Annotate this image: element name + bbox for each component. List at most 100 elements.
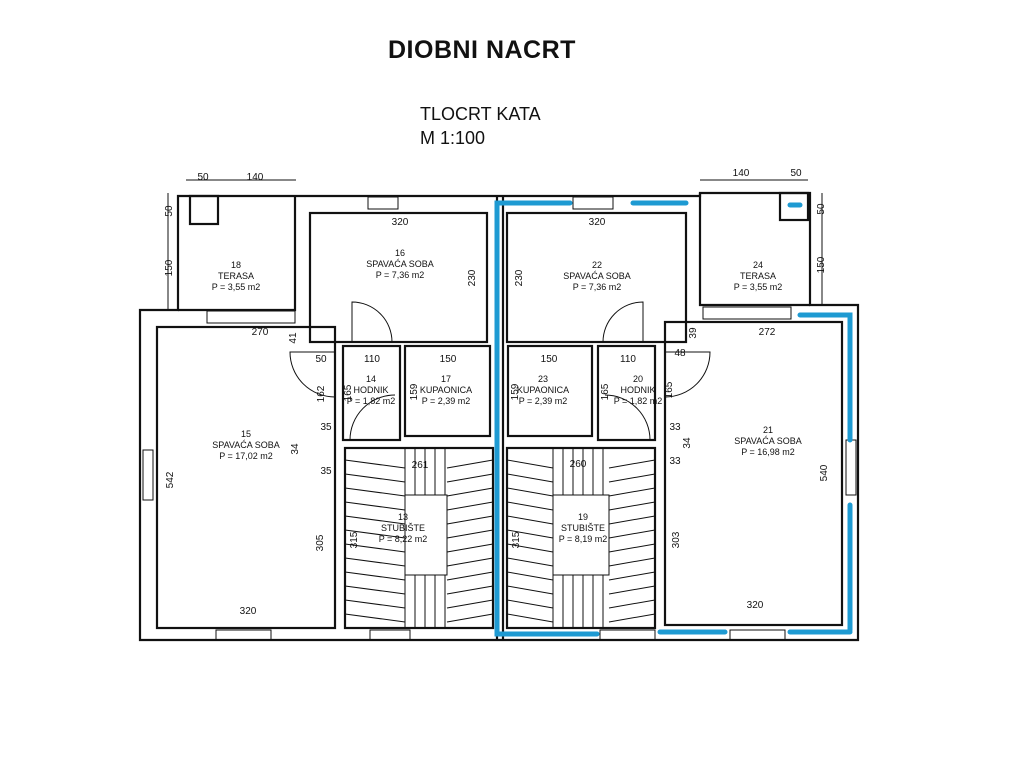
room-name: SPAVAĆA SOBA: [366, 259, 434, 269]
room-area: P = 2,39 m2: [519, 396, 568, 406]
dimension-label: 165: [664, 381, 675, 398]
room-no: 19: [578, 512, 588, 522]
doors: [289, 301, 711, 441]
stair-tread: [446, 487, 494, 497]
stair-tread: [506, 613, 554, 623]
dimension-label: 261: [412, 460, 429, 471]
dimension-label: 50: [197, 172, 209, 183]
dimension-label: 33: [669, 422, 681, 433]
stair-tread: [506, 599, 554, 609]
room-no: 16: [395, 248, 405, 258]
stair-landing: [404, 494, 448, 576]
room-name: KUPAONICA: [420, 385, 472, 395]
stair-tread: [446, 473, 494, 483]
stair-tread: [506, 543, 554, 553]
room-no: 20: [633, 374, 643, 384]
page-title: DIOBNI NACRT: [388, 36, 576, 64]
stair-tread: [608, 613, 656, 623]
dimension-label: 165: [600, 383, 611, 400]
stair-tread: [506, 585, 554, 595]
stair-tread: [506, 473, 554, 483]
stair-tread: [608, 459, 656, 469]
room-area: P = 1,82 m2: [614, 396, 663, 406]
room-area: P = 7,36 m2: [573, 282, 622, 292]
dimension-label: 305: [315, 534, 326, 551]
stair-tread: [446, 557, 494, 567]
room-area: P = 7,36 m2: [376, 270, 425, 280]
dimension-label: 150: [816, 256, 827, 273]
dimension-label: 320: [589, 217, 606, 228]
dimension-label: 50: [816, 203, 827, 215]
stair-tread: [608, 515, 656, 525]
stair-tread: [608, 557, 656, 567]
dimension-label: 303: [671, 531, 682, 548]
stair-tread: [446, 571, 494, 581]
room-no: 17: [441, 374, 451, 384]
dimension-label: 159: [510, 383, 521, 400]
dimension-label: 34: [290, 443, 301, 455]
dimension-label: 110: [620, 354, 636, 365]
stair-tread: [446, 515, 494, 525]
dimension-lines: [167, 179, 823, 310]
room-area: P = 16,98 m2: [741, 447, 795, 457]
room-no: 23: [538, 374, 548, 384]
room-area: P = 3,55 m2: [734, 282, 783, 292]
dimension-label: 150: [440, 354, 457, 365]
dimension-label: 260: [570, 459, 587, 470]
dimension-label: 230: [514, 269, 525, 286]
dimension-label: 320: [392, 217, 409, 228]
stair-tread: [344, 529, 406, 539]
unit-boundary-highlight: [494, 200, 853, 637]
stair-tread: [344, 571, 406, 581]
room-name: SPAVAĆA SOBA: [734, 436, 802, 446]
dimension-label: 315: [349, 531, 360, 548]
stair-tread: [608, 473, 656, 483]
room-no: 14: [366, 374, 376, 384]
dimension-label: 50: [790, 168, 802, 179]
room-name: SPAVAĆA SOBA: [212, 440, 280, 450]
dimension-label: 140: [733, 168, 750, 179]
dimension-label: 35: [320, 466, 332, 477]
stair-tread: [608, 529, 656, 539]
stair-tread: [506, 515, 554, 525]
stair-tread: [344, 613, 406, 623]
stair-tread: [506, 501, 554, 511]
dimension-label: 39: [688, 327, 699, 339]
room-name: HODNIK: [353, 385, 388, 395]
room-name: KUPAONICA: [517, 385, 569, 395]
stair-tread: [506, 571, 554, 581]
stair-tread: [446, 529, 494, 539]
room-area: P = 2,39 m2: [422, 396, 471, 406]
dimension-label: 34: [682, 437, 693, 449]
dimension-label: 140: [247, 172, 264, 183]
dimension-label: 41: [288, 332, 299, 344]
room-area: P = 8,22 m2: [379, 534, 428, 544]
stair-tread: [344, 585, 406, 595]
plan-scale: M 1:100: [420, 128, 486, 148]
stair-tread: [446, 501, 494, 511]
stair-tread: [344, 557, 406, 567]
stair-tread: [608, 585, 656, 595]
stair-tread: [608, 487, 656, 497]
room-area: P = 17,02 m2: [219, 451, 273, 461]
stair-tread: [344, 459, 406, 469]
dimension-label: 230: [467, 269, 478, 286]
dimension-label: 35: [320, 422, 332, 433]
stair-tread: [608, 571, 656, 581]
stair-tread: [344, 501, 406, 511]
stair-tread: [608, 599, 656, 609]
stair-tread: [344, 487, 406, 497]
room-name: TERASA: [740, 271, 776, 281]
stairs: [344, 448, 656, 628]
room-area: P = 1,82 m2: [347, 396, 396, 406]
dimension-label: 48: [674, 348, 686, 359]
room-no: 21: [763, 425, 773, 435]
dimension-label: 315: [511, 531, 522, 548]
dimension-label: 320: [747, 600, 764, 611]
dimension-label: 50: [315, 354, 327, 365]
stair-tread: [344, 599, 406, 609]
dimension-label: 159: [409, 383, 420, 400]
room-name: STUBIŠTE: [381, 523, 425, 533]
stair-tread: [446, 459, 494, 469]
